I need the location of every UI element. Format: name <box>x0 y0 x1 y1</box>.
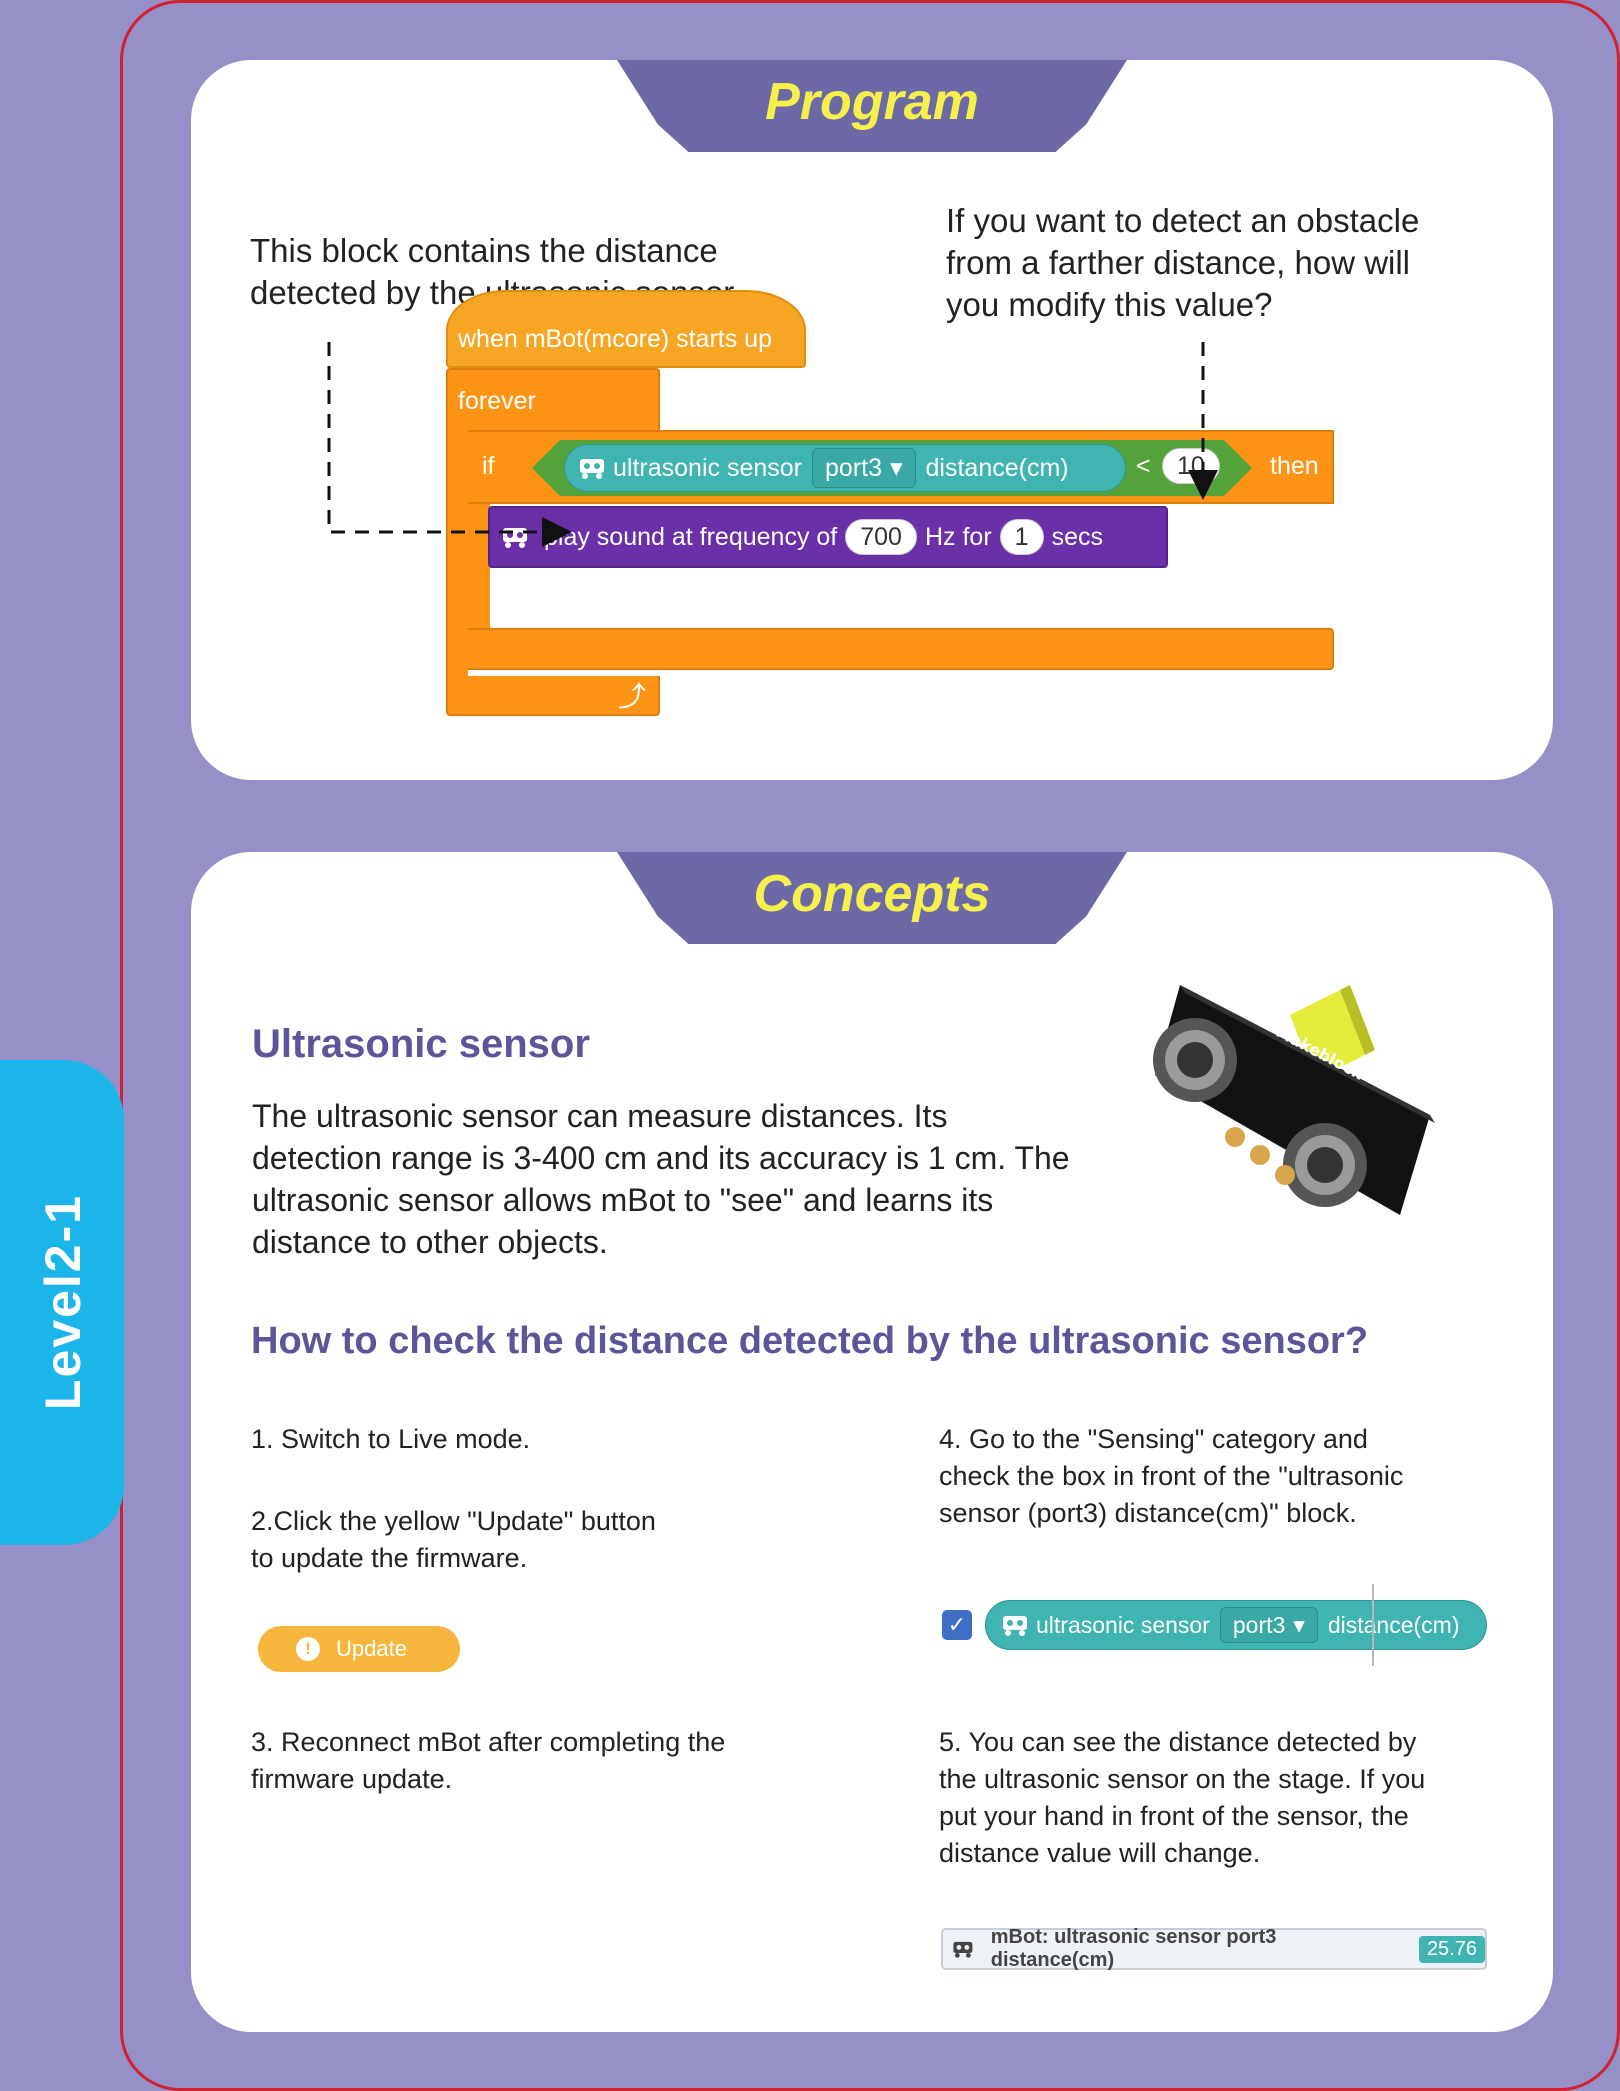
program-title: Program <box>765 73 979 131</box>
secs-label: secs <box>1051 522 1103 551</box>
distance-label: distance(cm) <box>925 453 1069 482</box>
dropdown-arrow-icon: ▾ <box>1293 1611 1305 1638</box>
note-right-line: you modify this value? <box>946 286 1273 323</box>
step-5: 5. You can see the distance detected by … <box>939 1724 1425 1872</box>
concepts-title: Concepts <box>753 865 991 923</box>
step-line: check the box in front of the "ultrasoni… <box>939 1461 1404 1491</box>
note-right-line: from a farther distance, how will <box>946 244 1411 281</box>
forever-arm <box>446 430 468 678</box>
step-line: 3. Reconnect mBot after completing the <box>251 1727 726 1757</box>
if-label: if <box>482 452 495 480</box>
play-sound-block[interactable]: play sound at frequency of 700 Hz for 1 … <box>488 506 1168 568</box>
step-line: 4. Go to the "Sensing" category and <box>939 1424 1368 1454</box>
step-line: sensor (port3) distance(cm)" block. <box>939 1498 1357 1528</box>
concepts-title-tab: Concepts <box>617 852 1127 944</box>
hat-block[interactable]: when mBot(mcore) starts up <box>446 290 806 368</box>
step-4: 4. Go to the "Sensing" category and chec… <box>939 1421 1403 1532</box>
divider-line <box>1372 1584 1374 1666</box>
monitor-value: 25.76 <box>1418 1935 1485 1963</box>
robot-icon <box>580 459 604 479</box>
update-label: Update <box>336 1636 407 1661</box>
forever-foot: ⤴ <box>446 676 660 716</box>
step-1: 1. Switch to Live mode. <box>251 1421 530 1458</box>
sensing-ultrasonic-block[interactable]: ultrasonic sensor port3 ▾ distance(cm) <box>985 1600 1487 1650</box>
sound-label: play sound at frequency of <box>544 522 838 551</box>
step-line: distance value will change. <box>939 1838 1261 1868</box>
stage-monitor: mBot: ultrasonic sensor port3 distance(c… <box>941 1926 1487 1971</box>
monitor-label: mBot: ultrasonic sensor port3 distance(c… <box>990 1926 1277 1971</box>
step-line: the ultrasonic sensor on the stage. If y… <box>939 1764 1426 1794</box>
update-button[interactable]: ! Update <box>258 1626 460 1672</box>
threshold-input[interactable]: 10 <box>1162 448 1220 484</box>
robot-icon <box>1003 1616 1027 1636</box>
port-value: port3 <box>1232 1611 1286 1638</box>
forever-block[interactable]: forever <box>446 368 660 432</box>
distance-label: distance(cm) <box>1327 1611 1460 1638</box>
step-line: put your hand in front of the sensor, th… <box>939 1801 1409 1831</box>
heading-ultrasonic-sensor: Ultrasonic sensor <box>252 1022 590 1066</box>
ultrasonic-sensor-image: Makeblock <box>1153 985 1435 1215</box>
note-right: If you want to detect an obstacle from a… <box>946 200 1419 326</box>
hat-label: when mBot(mcore) starts up <box>458 324 772 353</box>
step-3: 3. Reconnect mBot after completing the f… <box>251 1724 725 1798</box>
description-line: ultrasonic sensor allows mBot to "see" a… <box>252 1182 994 1218</box>
note-left-line: This block contains the distance <box>250 232 718 269</box>
sensor-description: The ultrasonic sensor can measure distan… <box>252 1095 1070 1263</box>
level-label: Level2-1 <box>35 1193 91 1411</box>
ultrasonic-sensor-reporter[interactable]: ultrasonic sensor port3 ▾ distance(cm) <box>564 444 1126 492</box>
sensor-label: ultrasonic sensor <box>613 453 802 482</box>
then-label: then <box>1270 452 1319 480</box>
robot-icon <box>953 1941 973 1958</box>
description-line: The ultrasonic sensor can measure distan… <box>252 1098 948 1134</box>
description-line: distance to other objects. <box>252 1224 608 1260</box>
step-line: 1. Switch to Live mode. <box>251 1424 531 1454</box>
heading-how-to-check: How to check the distance detected by th… <box>251 1320 1369 1362</box>
hz-for-label: Hz for <box>924 522 992 551</box>
frequency-input[interactable]: 700 <box>845 519 917 555</box>
program-panel: Program <box>191 60 1553 780</box>
sensor-label: ultrasonic sensor <box>1036 1611 1210 1638</box>
level-tab <box>0 1060 124 1545</box>
step-line: firmware update. <box>251 1764 453 1794</box>
step-2: 2.Click the yellow "Update" button to up… <box>251 1503 656 1577</box>
step-line: 5. You can see the distance detected by <box>939 1727 1417 1757</box>
description-line: detection range is 3-400 cm and its accu… <box>252 1140 1070 1176</box>
note-right-line: If you want to detect an obstacle <box>946 202 1420 239</box>
step-line: to update the firmware. <box>251 1543 528 1573</box>
if-arm <box>468 504 490 628</box>
port-dropdown[interactable]: port3 ▾ <box>1219 1607 1318 1643</box>
program-title-tab: Program <box>617 60 1127 152</box>
robot-icon <box>503 528 527 548</box>
loop-arrow-icon: ⤴ <box>617 681 646 712</box>
less-than-operator: < <box>1136 452 1151 480</box>
step-line: 2.Click the yellow "Update" button <box>251 1506 656 1536</box>
if-foot <box>468 628 1334 670</box>
port-value: port3 <box>824 453 882 482</box>
monitor-checkbox[interactable]: ✓ <box>942 1610 972 1640</box>
forever-label: forever <box>458 386 536 415</box>
dropdown-arrow-icon: ▾ <box>889 454 903 482</box>
warning-icon: ! <box>296 1637 320 1661</box>
port-dropdown[interactable]: port3 ▾ <box>811 448 916 488</box>
duration-input[interactable]: 1 <box>999 519 1044 555</box>
